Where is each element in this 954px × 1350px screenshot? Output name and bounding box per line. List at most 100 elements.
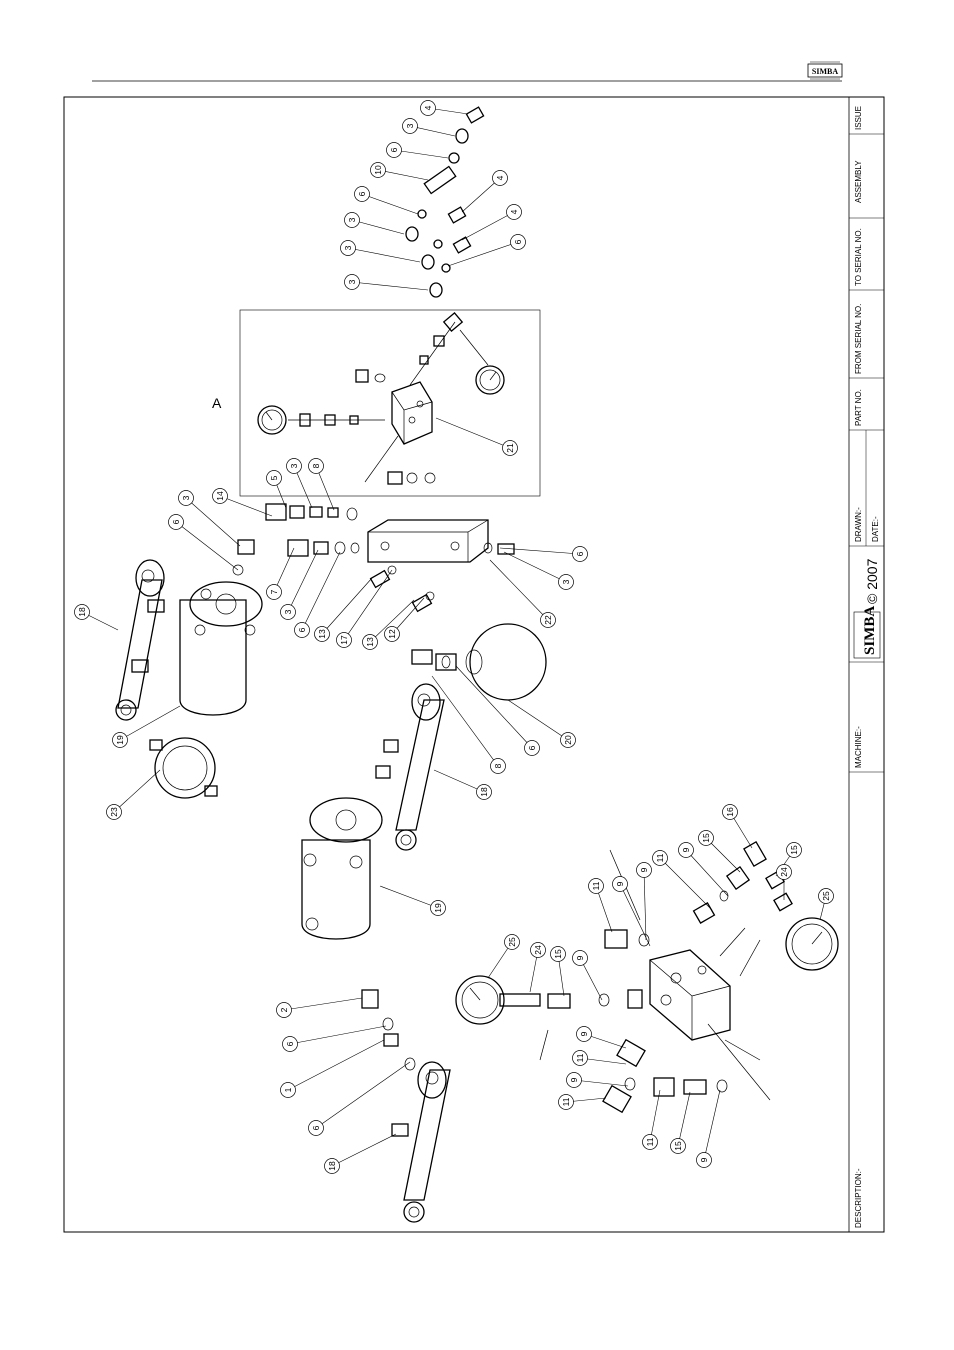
callout-balloon: 11: [589, 879, 613, 933]
callout-balloon: 3: [345, 275, 429, 291]
callout-leader: [650, 1090, 660, 1142]
callout-number: 9: [569, 1077, 579, 1082]
callout-number: 13: [365, 637, 375, 647]
callout-leader: [436, 418, 510, 448]
tb-drawn: DRAWN:-: [854, 507, 863, 542]
tb-simba-logo: SIMBA: [854, 606, 880, 658]
callout-balloon: 9: [697, 1090, 721, 1168]
tb-copyright: © 2007: [864, 558, 880, 604]
callout-number: 3: [561, 579, 571, 584]
callout-number: 3: [289, 463, 299, 468]
callout-leader: [448, 242, 518, 266]
callout-number: 18: [479, 787, 489, 797]
drawing-frame: [64, 97, 884, 1232]
callout-leader: [644, 870, 646, 940]
callout-number: 16: [725, 807, 735, 817]
callout-balloon: 3: [345, 213, 405, 235]
callout-balloon: 3: [341, 241, 421, 263]
callout-number: 2: [279, 1007, 289, 1012]
callout-balloon: 6: [456, 666, 540, 756]
callout-number: 11: [561, 1097, 571, 1106]
callout-leader: [316, 1062, 410, 1128]
callout-balloon: 6: [448, 235, 526, 267]
callout-balloon: 6: [295, 552, 341, 638]
callout-balloon: 24: [777, 865, 792, 901]
callout-number: 9: [639, 867, 649, 872]
callout-leader: [322, 578, 372, 634]
callout-leader: [352, 220, 404, 234]
callout-balloon: 21: [436, 418, 518, 456]
title-block: ISSUE ASSEMBLY TO SERIAL NO. FROM SERIAL…: [849, 97, 884, 1232]
callout-number: 11: [655, 853, 665, 862]
cylinder-18-middle: [376, 684, 444, 850]
callout-number: 4: [423, 105, 433, 110]
tb-date: DATE:-: [871, 516, 880, 542]
callout-balloon: 6: [283, 1026, 387, 1052]
tb-machine: MACHINE:-: [854, 726, 863, 768]
detail-a-label: A: [212, 395, 222, 411]
callout-balloon: 16: [723, 805, 753, 849]
callout-number: 15: [789, 845, 799, 855]
callout-number: 15: [553, 949, 563, 959]
callout-number: 6: [311, 1125, 321, 1130]
callout-number: 3: [347, 217, 357, 222]
callout-number: 5: [269, 475, 279, 480]
callout-number: 20: [563, 735, 573, 745]
callout-balloon: 15: [551, 947, 566, 997]
tb-description: DESCRIPTION:-: [854, 1168, 863, 1228]
callout-balloon: 6: [169, 515, 239, 571]
callout-balloon: 20: [508, 700, 576, 748]
callout-number: 11: [645, 1137, 655, 1146]
callout-balloon: 6: [387, 143, 449, 159]
callout-leader: [120, 706, 180, 740]
callout-leader: [284, 998, 362, 1010]
callout-leader: [434, 770, 484, 792]
callout-balloon: 23: [107, 770, 161, 820]
callout-balloon: 15: [699, 831, 741, 873]
valve-block-lower: [456, 842, 838, 1112]
callout-number: 3: [181, 495, 191, 500]
tb-logo-text: SIMBA: [862, 606, 878, 655]
callout-number: 17: [339, 635, 349, 645]
callout-number: 6: [527, 745, 537, 750]
header-logo: SIMBA: [808, 62, 842, 79]
callout-number: 10: [373, 165, 383, 175]
callout-number: 11: [591, 881, 601, 890]
callout-balloon: 18: [325, 1134, 397, 1174]
callout-balloon: 4: [421, 101, 469, 116]
callout-leader: [344, 570, 392, 640]
callout-number: 3: [347, 279, 357, 284]
callout-number: 4: [495, 175, 505, 180]
callout-leader: [362, 194, 418, 214]
callout-number: 3: [283, 609, 293, 614]
callout-balloon: 11: [559, 1095, 607, 1110]
callout-leader: [500, 548, 580, 554]
tb-issue: ISSUE: [854, 106, 863, 130]
callout-number: 22: [543, 615, 553, 625]
callout-number: 3: [343, 245, 353, 250]
callout-balloon: 3: [403, 119, 456, 137]
clamp-23: [150, 738, 217, 798]
header-logo-text: SIMBA: [812, 67, 838, 76]
callout-number: 6: [297, 627, 307, 632]
callout-number: 6: [389, 147, 399, 152]
accumulator-19-upper: [180, 582, 262, 715]
callout-leader: [176, 522, 238, 570]
callout-leader: [394, 150, 448, 158]
callout-balloon: 9: [577, 1027, 627, 1049]
callout-number: 6: [285, 1041, 295, 1046]
callout-number: 3: [405, 123, 415, 128]
cylinder-18-upper: [116, 560, 164, 720]
callout-balloon: 3: [179, 491, 241, 547]
callout-number: 25: [821, 891, 831, 901]
callout-number: 15: [673, 1141, 683, 1151]
callout-number: 8: [311, 463, 321, 468]
callout-number: 15: [701, 833, 711, 843]
callout-number: 11: [575, 1053, 585, 1062]
callout-balloon: 2: [277, 998, 363, 1018]
callout-leader: [288, 550, 318, 612]
callout-number: 19: [115, 735, 125, 745]
callout-number: 6: [357, 191, 367, 196]
